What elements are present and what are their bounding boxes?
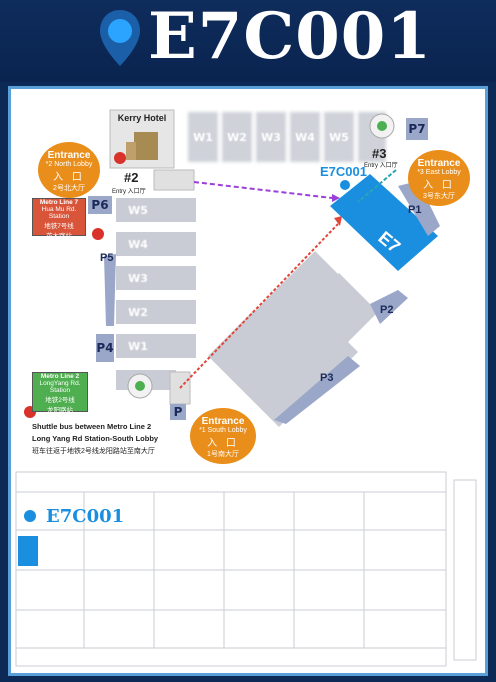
parking-p2: P2 [380, 304, 394, 316]
entry-3-num: #3 [372, 146, 387, 161]
entrance-east-cn2: 3号东大厅 [423, 193, 455, 200]
venue-map[interactable]: W1 W2 W3 W4 W5 W5 W4 W3 W2 W1 Kerry Hote… [8, 86, 488, 676]
booth-label-map[interactable]: E7C001 [320, 164, 367, 179]
hall-label-w2: W2 [227, 130, 247, 144]
hall-label-west-3: W3 [128, 271, 148, 285]
booth-label-floorplan[interactable]: E7C001 [46, 506, 125, 527]
parking-p6: P6 [88, 196, 112, 214]
hall-label-west-5: W5 [128, 203, 148, 217]
hall-label-w4: W4 [295, 130, 315, 144]
entrance-north-sub: *2 North Lobby [45, 161, 93, 168]
entrance-south-sub: *1 South Lobby [199, 427, 247, 434]
entrance-east[interactable]: Entrance *3 East Lobby 入 口 3号东大厅 [408, 150, 470, 206]
parking-p4: P4 [96, 334, 114, 362]
entrance-north-title: Entrance [47, 150, 91, 161]
metro7-cn2: 花木路站 [46, 233, 72, 240]
floor-plan-detail: E7C001 [14, 470, 480, 670]
entry-2-label: Entry 入口厅 [112, 189, 146, 195]
parking-p3: P3 [320, 372, 334, 384]
shuttle-line3: 班车往返于地铁2号线龙阳路站至南大厅 [32, 448, 155, 455]
entrance-east-sub: *3 East Lobby [417, 169, 461, 176]
hall-label-west-4: W4 [128, 237, 148, 251]
entrance-east-cn: 入 口 [423, 180, 455, 191]
floor-plan-shapes [15, 471, 477, 667]
hall-label-w1: W1 [193, 130, 213, 144]
shuttle-line2: Long Yang Rd Station-South Lobby [32, 434, 159, 443]
entry-3-label: Entry 入口厅 [364, 163, 398, 169]
metro2-line: Metro Line 2 [40, 373, 80, 380]
entry-2-num: #2 [124, 170, 139, 185]
hotel-label: Kerry Hotel [117, 113, 167, 123]
entrance-north[interactable]: Entrance *2 North Lobby 入 口 2号北大厅 [38, 142, 100, 198]
metro7-en: Hua Mu Rd. Station [41, 206, 77, 220]
hall-label-west-2: W2 [128, 305, 148, 319]
metro-line-2-box: Metro Line 2 LongYang Rd. Station 地铁2号线 … [32, 372, 88, 414]
metro7-line: Metro Line 7 [39, 199, 79, 206]
entrance-north-cn2: 2号北大厅 [53, 185, 85, 192]
parking-p: P [170, 404, 186, 420]
entrance-south-title: Entrance [201, 416, 245, 427]
entrance-south-cn2: 1号南大厅 [207, 451, 239, 458]
metro2-cn1: 地铁2号线 [45, 397, 75, 404]
booth-pin-icon [340, 180, 350, 190]
entrance-north-cn: 入 口 [53, 172, 85, 183]
metro7-cn1: 地铁7号线 [44, 223, 74, 230]
entrance-east-title: Entrance [417, 158, 461, 169]
entrance-south[interactable]: Entrance *1 South Lobby 入 口 1号南大厅 [190, 408, 256, 464]
map-shapes [24, 109, 440, 427]
parking-p7: P7 [406, 118, 428, 140]
entrance-south-cn: 入 口 [207, 438, 239, 449]
shuttle-line1: Shuttle bus between Metro Line 2 [32, 422, 152, 431]
metro-line-7-box: Metro Line 7 Hua Mu Rd. Station 地铁7号线 花木… [32, 198, 86, 240]
parking-p5: P5 [100, 252, 114, 264]
location-pin-icon [100, 10, 140, 66]
metro2-cn2: 龙阳路站 [47, 407, 73, 414]
parking-p1: P1 [408, 204, 422, 216]
hall-label-w5: W5 [329, 130, 349, 144]
hall-label-west-1: W1 [128, 339, 148, 353]
header: E7C001 [0, 0, 496, 82]
metro2-en: LongYang Rd. Station [39, 380, 81, 394]
hall-label-w3: W3 [261, 130, 281, 144]
page-title: E7C001 [148, 0, 432, 74]
